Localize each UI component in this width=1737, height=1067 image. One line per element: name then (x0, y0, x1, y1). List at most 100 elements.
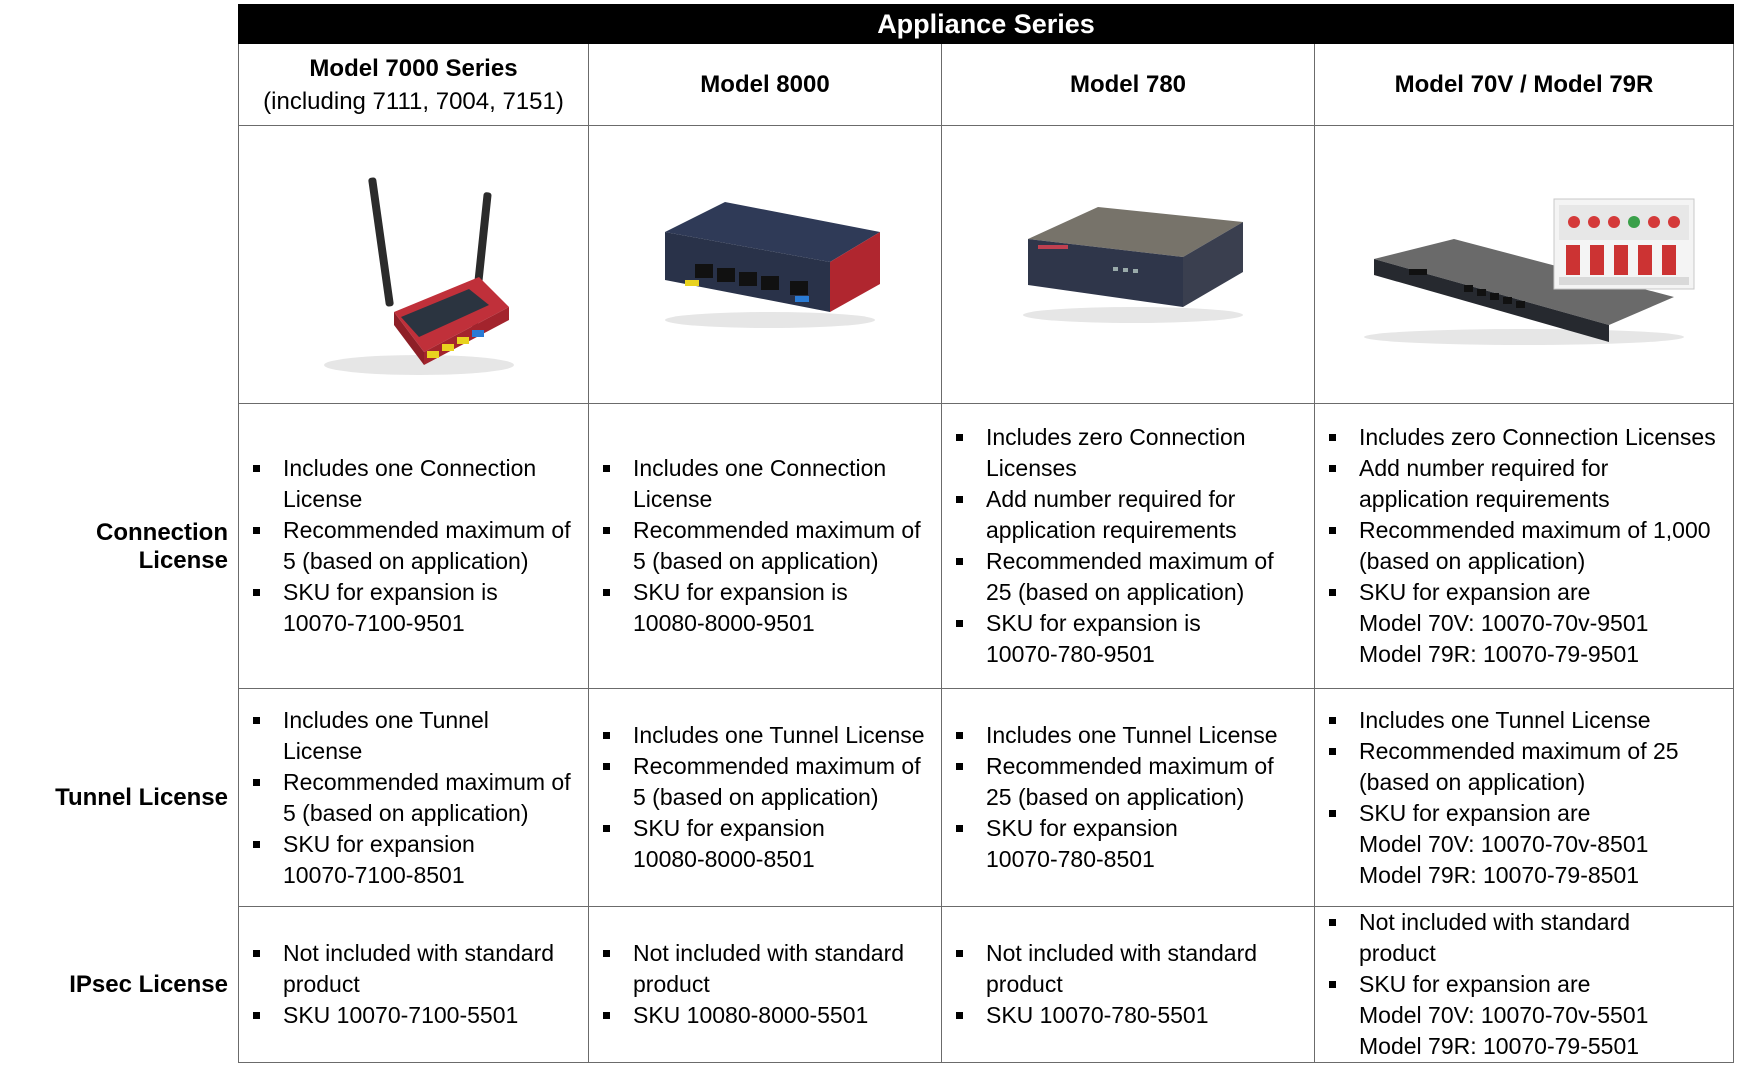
bullet-item: Recommended maximum of 1,000(based on ap… (1315, 515, 1716, 577)
bullet-line: SKU for expansion (633, 815, 825, 841)
row-label-ipsec-license: IPsec License (69, 971, 228, 998)
bullet-line: SKU for expansion are (1359, 579, 1591, 605)
bullet-line: Model 79R: 10070-79-5501 (1359, 1033, 1640, 1059)
wireless-router-red-two-antennas-icon (299, 137, 529, 392)
bullet-line: 25 (based on application) (986, 784, 1245, 810)
bullet-line: 25 (based on application) (986, 579, 1245, 605)
bullet-line: Model 70V: 10070-70v-5501 (1359, 1002, 1649, 1028)
bullet-item: SKU for expansion 10070-780-8501 (942, 813, 1278, 875)
bullet-line: Includes one Tunnel License (283, 706, 489, 764)
bullet-line: Includes zero Connection Licenses (1359, 424, 1716, 450)
bullet-line: SKU for expansion is (633, 579, 848, 605)
bullet-line: Not included with standard (986, 940, 1258, 966)
bullet-line: Recommended maximum of (633, 753, 921, 779)
column-header-model-70v-model-79r: Model 70V / Model 79R (1315, 44, 1734, 126)
bullet-line: Model 70V: 10070-70v-9501 (1359, 610, 1649, 636)
bullet-line: Model 79R: 10070-79-8501 (1359, 861, 1640, 888)
bullet-line: 10080-8000-9501 (633, 610, 815, 636)
bullet-line: SKU 10070-780-5501 (986, 1002, 1209, 1028)
column-title: Model 8000 (700, 71, 830, 98)
bullet-line: 5 (based on application) (283, 548, 529, 574)
bullet-item: SKU 10070-7100-5501 (239, 1000, 554, 1031)
column-header-model-780: Model 780 (942, 44, 1315, 126)
product-image-cell (238, 126, 589, 404)
bullet-line: Model 79R: 10070-79-9501 (1359, 641, 1640, 667)
bullet-line: Add number required for (1359, 455, 1609, 481)
bullet-item: Includes one Tunnel License (942, 720, 1278, 751)
bullet-line: Recommended maximum of (986, 548, 1274, 574)
bullet-line: 5 (based on application) (633, 548, 879, 574)
column-title: Model 780 (1069, 71, 1187, 98)
bullet-line: 5 (based on application) (633, 784, 879, 810)
bullet-line: Includes one Tunnel License (633, 722, 925, 748)
bullet-line: Add number required for (986, 486, 1236, 512)
bullet-line: application requirements (986, 517, 1237, 543)
bullet-item: SKU for expansion is 10080-8000-9501 (589, 577, 921, 639)
product-image-cell (589, 126, 942, 404)
bullet-line: Includes one Connection (633, 455, 887, 481)
bullet-item: Add number required for application requi… (942, 484, 1274, 546)
bullet-item: Recommended maximum of 25(based on appli… (1315, 736, 1679, 798)
bullet-line: SKU 10070-7100-5501 (283, 1002, 519, 1028)
bullet-line: License (283, 486, 363, 512)
network-appliance-grey-box-icon (1008, 197, 1248, 332)
column-header-model-7000-series: Model 7000 Series(including 7111, 7004, … (238, 44, 589, 126)
table-banner: Appliance Series (238, 4, 1734, 44)
bullet-line: Recommended maximum of 1,000 (1359, 517, 1711, 543)
product-image-cell (1315, 126, 1734, 404)
bullet-line: Includes one Connection (283, 455, 537, 481)
column-header-model-8000: Model 8000 (589, 44, 942, 126)
bullet-line: Not included with standard (633, 940, 905, 966)
bullet-item: Add number required for application requi… (1315, 453, 1716, 515)
bullet-line: SKU 10080-8000-5501 (633, 1002, 869, 1028)
bullet-line: Includes zero Connection (986, 424, 1246, 450)
bullet-line: product (283, 971, 360, 997)
row-label-connection-license: Connection License (96, 518, 228, 574)
bullet-line: Recommended maximum of (283, 768, 571, 795)
bullet-item: Recommended maximum of 5 (based on applic… (589, 751, 925, 813)
bullet-line: SKU for expansion (986, 815, 1178, 841)
bullet-line: Includes one Tunnel License (1359, 706, 1651, 733)
bullet-line: Not included with standard (283, 940, 555, 966)
bullet-line: Recommended maximum of 25 (1359, 737, 1679, 764)
bullet-line: SKU for expansion (283, 830, 475, 857)
column-title: Model 7000 Series (309, 54, 518, 82)
bullet-item: Includes one Tunnel License (1315, 705, 1679, 736)
bullet-line: 10070-780-8501 (986, 846, 1155, 872)
bullet-line: License (633, 486, 713, 512)
row-label-tunnel-license: Tunnel License (55, 784, 228, 811)
bullet-line: application requirements (1359, 486, 1610, 512)
